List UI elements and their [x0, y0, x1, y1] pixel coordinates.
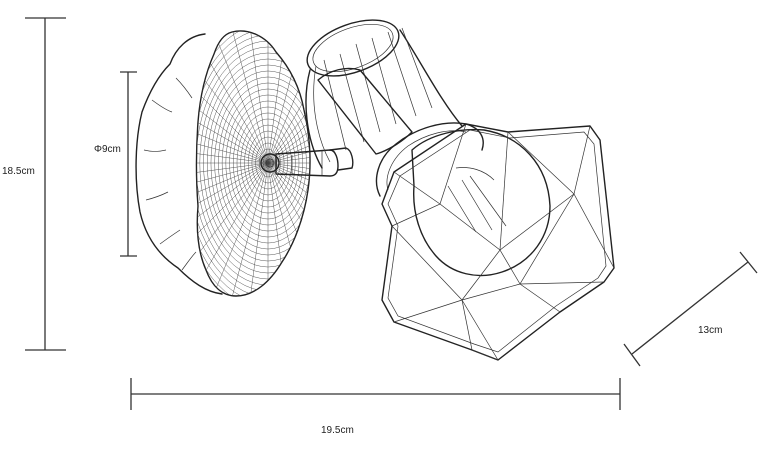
width-label: 19.5cm: [321, 425, 354, 436]
wall-plate-rim: [135, 33, 223, 295]
depth-dimension: 13cm: [623, 251, 758, 367]
base-diameter-label: Φ9cm: [94, 144, 121, 155]
geometric-cage: [381, 123, 615, 361]
depth-label: 13cm: [698, 325, 722, 336]
arm-stem: [275, 147, 354, 177]
base-diameter-dimension: Φ9cm: [94, 71, 137, 257]
width-dimension: 19.5cm: [130, 378, 621, 436]
height-dimension: 18.5cm: [2, 17, 66, 351]
height-label: 18.5cm: [2, 166, 35, 177]
socket-cage: [305, 19, 484, 197]
light-bulb: [411, 128, 551, 277]
